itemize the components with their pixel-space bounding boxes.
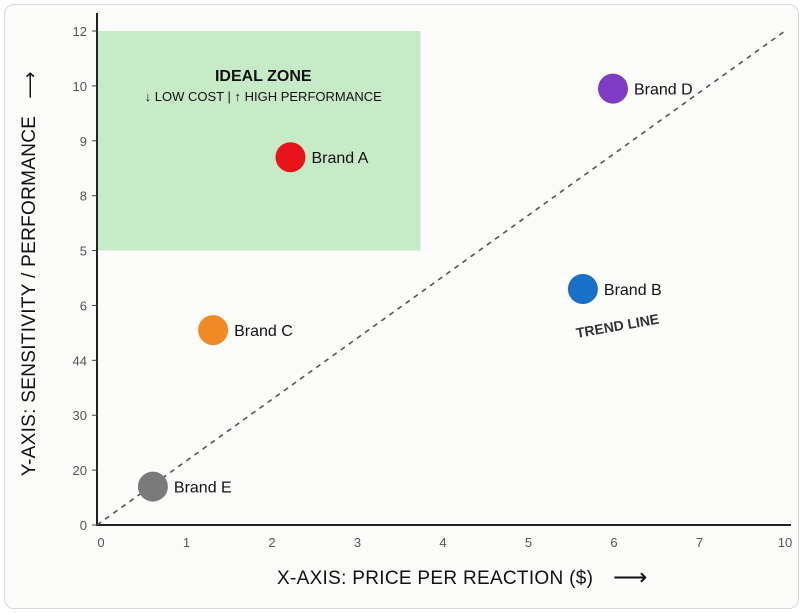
ideal-zone-subtitle: ↓ LOW COST | ↑ HIGH PERFORMANCE (145, 89, 382, 104)
x-tick-label: 5 (525, 535, 532, 550)
x-tick-label: 2 (268, 535, 275, 550)
data-point (198, 315, 229, 346)
data-point-label: Brand A (312, 150, 369, 167)
y-tick-label: 44 (73, 353, 87, 368)
x-tick-label: 0 (97, 535, 104, 550)
ideal-zone-title: IDEAL ZONE (215, 68, 312, 85)
data-point (275, 142, 306, 173)
data-point-label: Brand C (234, 323, 293, 340)
data-point-label: Brand B (604, 282, 662, 299)
data-point (598, 73, 628, 104)
y-tick-label: 0 (80, 518, 87, 533)
data-point (137, 471, 168, 502)
y-tick-label: 20 (73, 463, 87, 478)
x-tick-label: 4 (439, 535, 446, 550)
y-tick-label: 9 (80, 134, 87, 149)
y-tick-label: 6 (80, 298, 87, 313)
y-axis-title: Y-AXIS: SENSITIVITY / PERFORMANCE (19, 116, 40, 476)
x-axis-arrow: ⟶ (613, 564, 648, 591)
x-tick-label: 7 (696, 535, 703, 550)
y-tick-label: 10 (73, 79, 87, 94)
x-tick-label: 3 (354, 535, 361, 550)
y-tick-label: 30 (73, 408, 87, 423)
x-tick-label: 10 (778, 535, 792, 550)
data-point-label: Brand D (634, 82, 693, 99)
scatter-chart: IDEAL ZONE ↓ LOW COST | ↑ HIGH PERFORMANC… (19, 13, 792, 591)
x-tick-label: 6 (610, 535, 617, 550)
x-tick-label: 1 (183, 535, 190, 550)
data-point-label: Brand E (174, 480, 232, 497)
y-tick-label: 5 (80, 244, 87, 259)
y-tick-label: 8 (80, 189, 87, 204)
ideal-zone-region (98, 31, 421, 251)
data-point (567, 273, 598, 304)
trend-line-label: TREND LINE (575, 311, 661, 341)
y-axis-arrow: ⟶ (20, 71, 41, 99)
x-axis-title: X-AXIS: PRICE PER REACTION ($) (277, 568, 593, 589)
chart-frame: IDEAL ZONE ↓ LOW COST | ↑ HIGH PERFORMANC… (4, 4, 799, 609)
trend-line (96, 30, 786, 526)
y-tick-label: 12 (73, 24, 87, 39)
